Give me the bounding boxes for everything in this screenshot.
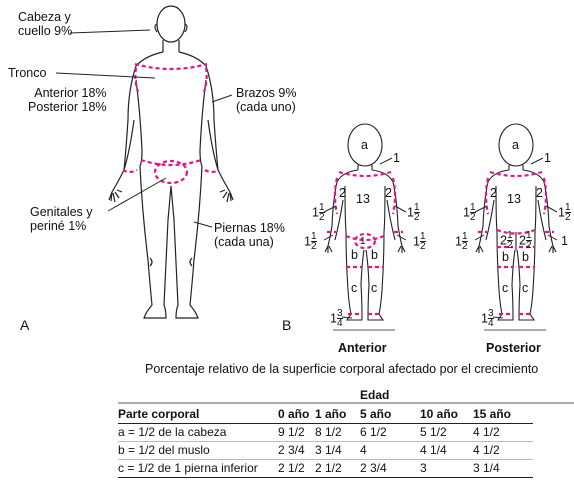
table-cell: 4 1/2 <box>473 424 533 442</box>
posterior-c-left: c <box>502 281 508 295</box>
table-row: a = 1/2 de la cabeza 9 1/2 8 1/2 6 1/2 5… <box>118 424 533 442</box>
table-cell: 4 <box>360 442 420 460</box>
panel-label-a: A <box>20 318 29 332</box>
col-header: 15 año <box>473 406 533 424</box>
posterior-b-left: b <box>502 250 509 264</box>
table-cell: 2 3/4 <box>278 442 315 460</box>
table-cell: 2 1/2 <box>315 460 360 478</box>
posterior-caption: Posterior <box>486 341 541 355</box>
anterior-two-left: 2 <box>339 186 346 200</box>
col-header: 10 año <box>420 406 473 424</box>
table-cell: b = 1/2 del muslo <box>118 442 278 460</box>
table-cell: 3 1/4 <box>315 442 360 460</box>
table-cell: 3 <box>420 460 473 478</box>
posterior-thirteen: 13 <box>507 192 521 206</box>
col-header: 1 año <box>315 406 360 424</box>
table-cell: 4 1/2 <box>473 442 533 460</box>
table-row: c = 1/2 de 1 pierna inferior 2 1/2 2 1/2… <box>118 460 533 478</box>
col-header: 5 año <box>360 406 420 424</box>
age-group-header: Edad <box>360 388 389 402</box>
table-cell: 2 1/2 <box>278 460 315 478</box>
table-cell: 4 1/4 <box>420 442 473 460</box>
anterior-genital-one: 1 <box>360 235 366 249</box>
anterior-b-right: b <box>371 248 378 262</box>
table-cell: 3 1/4 <box>473 460 533 478</box>
table-header-row: Parte corporal 0 año 1 año 5 año 10 año … <box>118 406 533 424</box>
trunk-values: Anterior 18%Posterior 18% <box>28 86 107 114</box>
table-cell: 8 1/2 <box>315 424 360 442</box>
posterior-hand-frac-right: 1 <box>561 232 568 250</box>
adult-boundary-lines <box>123 64 219 183</box>
anterior-c-right: c <box>371 281 377 295</box>
table-cell: 6 1/2 <box>360 424 420 442</box>
posterior-a: a <box>512 138 519 152</box>
anterior-b-left: b <box>351 248 358 262</box>
anterior-a: a <box>361 138 368 152</box>
col-header: Parte corporal <box>118 406 278 424</box>
growth-table: Parte corporal 0 año 1 año 5 año 10 año … <box>118 406 533 478</box>
anterior-two-right: 2 <box>385 186 392 200</box>
anterior-caption: Anterior <box>338 341 387 355</box>
anterior-thirteen: 13 <box>356 192 370 206</box>
table-row: b = 1/2 del muslo 2 3/4 3 1/4 4 4 1/4 4 … <box>118 442 533 460</box>
col-header: 0 año <box>278 406 315 424</box>
posterior-two-right: 2 <box>536 186 543 200</box>
panel-label-b: B <box>282 318 291 332</box>
table-cell: a = 1/2 de la cabeza <box>118 424 278 442</box>
table-cell: c = 1/2 de 1 pierna inferior <box>118 460 278 478</box>
posterior-c-right: c <box>522 281 528 295</box>
table-cell: 9 1/2 <box>278 424 315 442</box>
posterior-two-left: 2 <box>490 186 497 200</box>
figure-caption: Porcentaje relativo de la superficie cor… <box>145 362 538 376</box>
anterior-c-left: c <box>351 281 357 295</box>
trunk-label: Tronco <box>8 66 46 80</box>
arms-label: Brazos 9%(cada uno) <box>236 86 296 114</box>
table-cell: 2 3/4 <box>360 460 420 478</box>
table-cell: 5 1/2 <box>420 424 473 442</box>
posterior-b-right: b <box>522 250 529 264</box>
legs-label: Piernas 18%(cada una) <box>214 221 285 249</box>
posterior-one: 1 <box>544 151 551 165</box>
anterior-one: 1 <box>393 151 400 165</box>
